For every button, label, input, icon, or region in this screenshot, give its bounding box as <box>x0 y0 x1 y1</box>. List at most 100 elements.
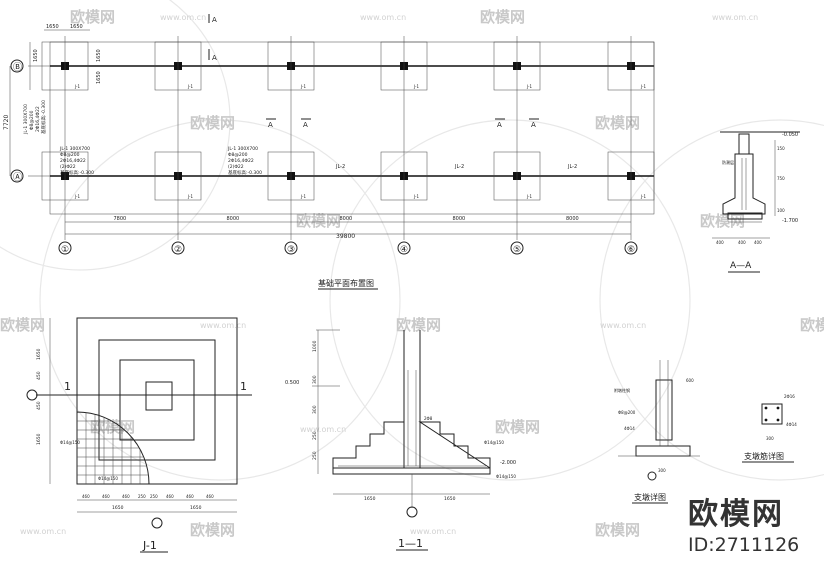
svg-text:A: A <box>268 121 273 129</box>
watermark-brand: 欧模网 <box>480 8 525 26</box>
watermark-brand: 欧模网 <box>495 418 540 436</box>
svg-text:100: 100 <box>777 208 785 213</box>
watermark-brand: 欧模网 <box>190 521 235 539</box>
axis-label-a: Ⓐ <box>13 172 22 183</box>
section-marks-mid: A A A A <box>266 118 539 129</box>
watermark-brand: 欧模网 <box>190 114 235 132</box>
footing-tag: J-1 <box>526 194 532 199</box>
brand-block: 欧模网 ID:2711126 <box>688 498 808 558</box>
svg-text:450: 450 <box>36 401 42 410</box>
svg-text:2Φ16: 2Φ16 <box>784 394 795 399</box>
section-aa-title: A—A <box>730 261 752 271</box>
j1-title: J-1 <box>142 539 157 552</box>
svg-text:JL-1 300X700: JL-1 300X700 <box>227 146 258 152</box>
svg-text:1650: 1650 <box>112 505 124 511</box>
level: -0.050 <box>782 132 798 138</box>
axis-label-b: Ⓑ <box>13 62 22 73</box>
svg-text:450: 450 <box>36 371 42 380</box>
vert-dim: 1650 <box>96 71 102 84</box>
axis-label: ⑤ <box>513 245 521 255</box>
section-mark: A <box>212 16 217 24</box>
j1-dim: 460 <box>166 494 174 499</box>
j1-section: 0.500 -2.000 Φ14@150 Φ14@150 2Φ8 1000 30… <box>285 329 516 551</box>
svg-text:1650: 1650 <box>444 496 456 502</box>
beam-tag: JL-2 <box>335 164 345 170</box>
svg-text:1650: 1650 <box>364 496 376 502</box>
svg-text:400: 400 <box>738 240 746 245</box>
watermark-url: www.om.cn <box>200 321 246 330</box>
vert-dim: 1650 <box>96 49 102 62</box>
svg-text:4Φ14: 4Φ14 <box>624 426 635 431</box>
watermark-brand: 欧模网 <box>595 521 640 539</box>
axis-label: ③ <box>287 245 295 255</box>
j1-plan: 1 1 Φ14@150 Φ14@150 1650 450 450 1650 46… <box>26 317 252 553</box>
bay-dim: 8000 <box>227 216 240 222</box>
svg-text:Φ14@150: Φ14@150 <box>496 474 516 479</box>
footing-tag: J-1 <box>640 194 646 199</box>
svg-text:1650: 1650 <box>36 433 42 445</box>
watermark-brand: 欧模网 <box>0 316 45 334</box>
svg-text:2Φ16,4Φ22: 2Φ16,4Φ22 <box>60 158 86 164</box>
svg-text:基底标高:-0.300: 基底标高:-0.300 <box>60 169 94 176</box>
section-11-title: 1—1 <box>398 537 423 550</box>
rebar-label: Φ14@150 <box>60 440 80 445</box>
svg-text:300: 300 <box>312 405 318 414</box>
svg-text:2Φ16,4Φ22: 2Φ16,4Φ22 <box>228 158 254 164</box>
axis-bubble <box>397 241 411 255</box>
svg-text:400: 400 <box>716 240 724 245</box>
svg-text:(2)Φ22: (2)Φ22 <box>228 164 244 170</box>
axis-label: ① <box>61 245 69 255</box>
svg-text:Φ8@200: Φ8@200 <box>618 410 636 415</box>
level-top: 0.500 <box>285 380 299 386</box>
watermark-brand: 欧模网 <box>396 316 441 334</box>
watermark-brand: 欧模网 <box>90 418 135 436</box>
footing-outline <box>76 317 238 485</box>
svg-text:Φ14@150: Φ14@150 <box>484 440 504 445</box>
footing-tag: J-1 <box>74 84 80 89</box>
watermark-brand: 欧模网 <box>70 8 115 26</box>
plan-frame <box>49 41 655 215</box>
svg-text:A: A <box>531 121 536 129</box>
edge-dim: 1650 <box>70 24 83 30</box>
axis-bubble <box>284 241 298 255</box>
svg-text:300: 300 <box>312 375 318 384</box>
axis-bubble-a <box>10 169 24 183</box>
axis-bubble <box>510 241 524 255</box>
svg-text:Φ8@200: Φ8@200 <box>228 152 248 158</box>
watermark-url: www.om.cn <box>410 527 456 536</box>
watermark-brand: 欧模网 <box>595 114 640 132</box>
j1-dim: 460 <box>186 494 194 499</box>
svg-text:1650: 1650 <box>36 348 42 360</box>
brand-name: 欧模网 <box>688 497 784 532</box>
footing-tag: J-1 <box>300 194 306 199</box>
footing-tag: J-1 <box>526 84 532 89</box>
section-mark-1: 1 <box>64 380 71 393</box>
left-note-4: 基底标高:-0.300 <box>40 100 47 134</box>
beam-tag: JL-2 <box>454 164 464 170</box>
watermark-brand: 欧模网 <box>700 212 745 230</box>
rebar-label: Φ14@150 <box>98 476 118 481</box>
aa-note: 防潮层 <box>722 159 734 165</box>
watermark-brand: 欧模网 <box>296 212 341 230</box>
section-aa: -0.050 -1.700 150 750 100 防潮层 400 400 40… <box>712 131 800 273</box>
plan-title: 基础平面布置图 <box>318 278 374 288</box>
footing-tag: J-1 <box>413 84 419 89</box>
footing-tag: J-1 <box>640 84 646 89</box>
watermarks: 欧模网 www.om.cn 欧模网 www.om.cn www.om.cn 欧模… <box>0 8 824 539</box>
footing-tag: J-1 <box>74 194 80 199</box>
footing-tag: J-1 <box>413 194 419 199</box>
watermark-url: www.om.cn <box>360 13 406 22</box>
footing-tag: J-1 <box>187 194 193 199</box>
j1-dim: 460 <box>102 494 110 499</box>
svg-text:750: 750 <box>777 176 785 181</box>
bay-dim: 8000 <box>566 216 579 222</box>
pier-detail: 附墩柱钢 Φ8@200 4Φ14 600 300 支墩详图 <box>614 360 700 504</box>
footing-tag: J-1 <box>187 84 193 89</box>
rebar-quadrant <box>76 411 150 485</box>
total-dim: 39800 <box>336 233 355 240</box>
svg-text:附墩柱钢: 附墩柱钢 <box>614 387 630 393</box>
watermark-brand: 欧模网 <box>800 316 824 334</box>
depth-dim: 7720 <box>3 115 10 130</box>
